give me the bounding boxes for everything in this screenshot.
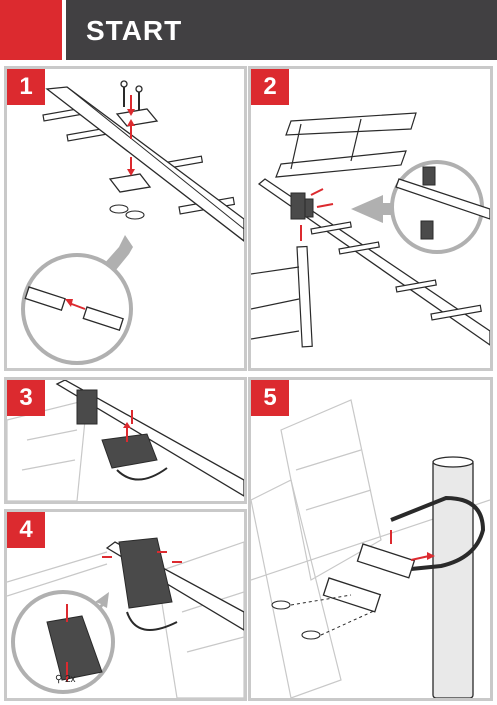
assembly-arrows [300,188,334,241]
assembly-arrows [102,551,182,563]
assembly-arrows [127,95,135,176]
step-3-number: 3 [7,380,45,416]
step-2-illustration [251,112,490,348]
mast-clamp [118,537,178,631]
step-5-number: 5 [251,380,289,416]
u-bolt [390,495,486,572]
step-2-number: 2 [251,69,289,105]
antenna-boom [45,86,244,242]
step-4-illustration [7,537,244,698]
mast-pole [432,459,474,698]
screw-quantity-label: 2x [65,674,76,685]
step-1-panel: 1 [4,66,247,371]
wing-nuts [271,600,321,640]
screw-icon: ⚲ [55,674,63,685]
step-5-panel: 5 [248,377,493,701]
step-3-panel: 3 [4,377,247,504]
antenna-boom [257,178,490,346]
clamp-plates [322,543,416,613]
lower-frame [251,245,313,348]
header-bar [66,0,497,60]
step-2-panel: 2 [248,66,493,371]
step-4-number: 4 [7,512,45,548]
step-1-number: 1 [7,69,45,105]
bolt-set [120,80,143,111]
step-5-illustration [251,399,490,698]
lower-clamp [108,173,152,193]
detail-magnifier [11,590,115,694]
step-3-illustration [7,380,244,501]
page-title: START [86,15,183,46]
step-1-illustration [21,80,244,365]
page-header: START [0,0,497,60]
antenna-elements [310,221,482,321]
assembly-arrows [123,410,133,442]
step-4-panel: 4 2x ⚲ [4,509,247,701]
antenna-boom [55,380,244,497]
detail-pointer-arrow [351,195,401,223]
wing-nuts [109,204,145,220]
detail-magnifier [21,253,133,365]
mounting-bracket [290,192,314,220]
detail-magnifier [390,160,490,254]
background-frame [7,399,88,501]
mounting-bracket [76,389,98,425]
upper-frame [275,112,417,178]
upper-clamp [115,108,159,127]
mast-clamp [101,433,168,481]
assembly-arrows [390,530,435,561]
header-accent-block [0,0,62,60]
background-frame [7,541,244,698]
